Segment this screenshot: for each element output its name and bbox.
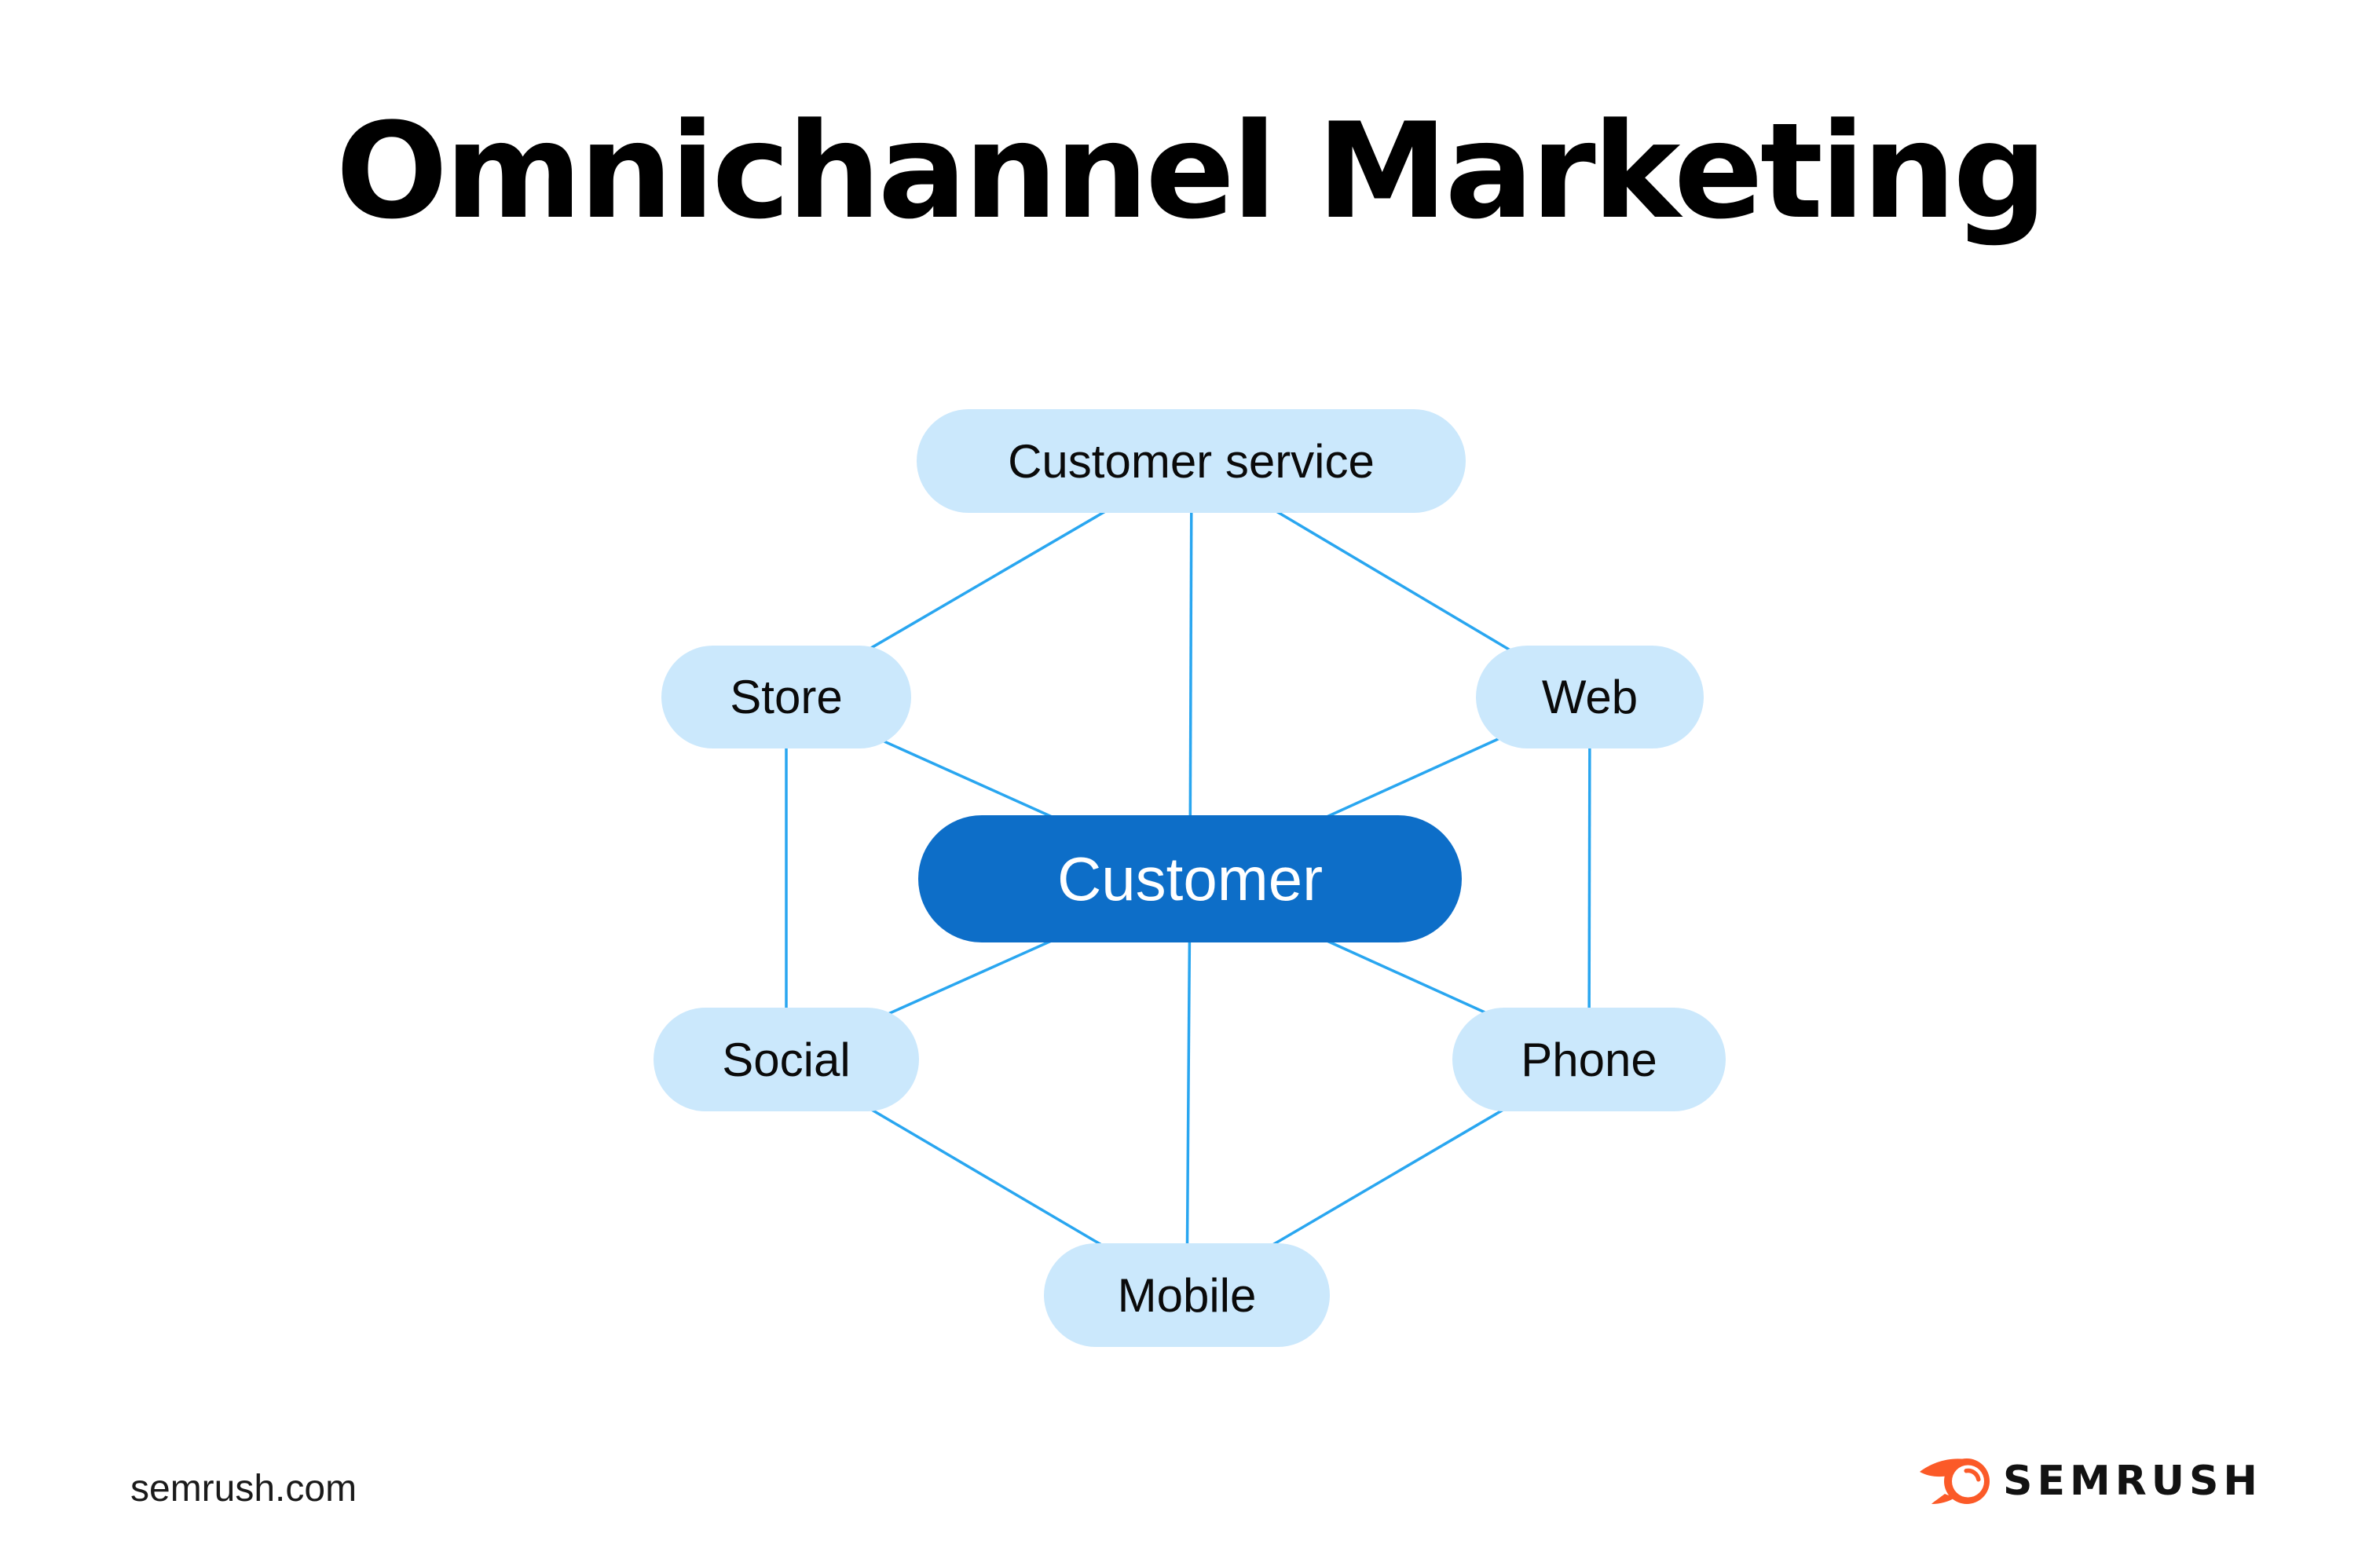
node-label: Store bbox=[730, 671, 843, 723]
semrush-flame-icon bbox=[1920, 1458, 1990, 1504]
node-customer-service: Customer service bbox=[917, 409, 1466, 513]
edge-customer-mobile bbox=[1185, 878, 1192, 1296]
node-phone: Phone bbox=[1452, 1008, 1726, 1111]
semrush-wordmark: SEMRUSH bbox=[2003, 1458, 2262, 1505]
node-web: Web bbox=[1476, 646, 1704, 748]
page-title: Omnichannel Marketing bbox=[335, 94, 2047, 248]
edge-customer-service-customer bbox=[1188, 460, 1193, 880]
node-label: Customer bbox=[1056, 844, 1324, 913]
node-store: Store bbox=[661, 646, 911, 748]
semrush-logo: SEMRUSH bbox=[1918, 1456, 2262, 1506]
node-mobile: Mobile bbox=[1044, 1243, 1330, 1347]
node-label: Social bbox=[722, 1033, 851, 1086]
node-customer: Customer bbox=[918, 815, 1462, 942]
node-label: Customer service bbox=[1008, 434, 1375, 488]
edge-web-phone bbox=[1587, 697, 1591, 1060]
node-social: Social bbox=[654, 1008, 919, 1111]
node-label: Phone bbox=[1521, 1033, 1657, 1086]
node-label: Mobile bbox=[1117, 1268, 1257, 1322]
website-url: semrush.com bbox=[130, 1468, 357, 1510]
node-label: Web bbox=[1541, 671, 1639, 723]
